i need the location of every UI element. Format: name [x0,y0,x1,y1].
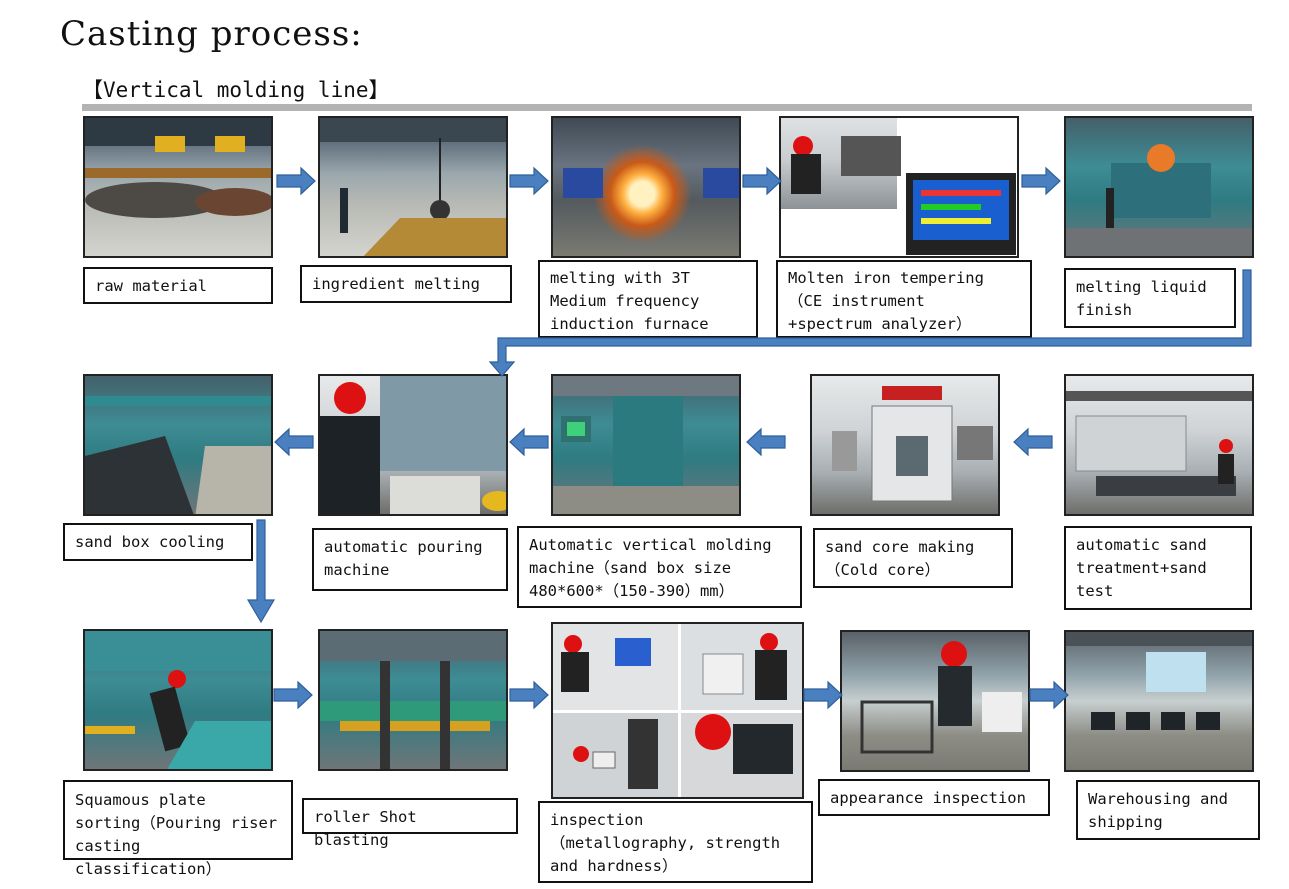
arrow-icon [746,428,786,456]
arrow-icon [803,681,843,709]
arrow-icon [1029,681,1069,709]
arrow-icon [742,167,782,195]
arrow-icon [1013,428,1053,456]
label-sand-box-cooling: sand box cooling [63,523,253,561]
label-ingredient-melting: ingredient melting [300,265,512,303]
photo-tempering [779,116,1019,258]
photo-sand-box-cooling [83,374,273,516]
photo-warehousing [1064,630,1254,772]
arrow-icon [509,681,549,709]
label-shot-blasting: roller Shot blasting [302,798,518,849]
label-inspection: inspection （metallography, strength and … [538,801,813,883]
arrow-icon [509,428,549,456]
arrow-icon [273,681,313,709]
label-melting-liquid-finish: melting liquid finish [1064,268,1236,328]
photo-squamous-sorting [83,629,273,771]
photo-melting-liquid-finish [1064,116,1254,258]
label-appearance: appearance inspection [818,779,1050,816]
label-sand-treatment: automatic sand treatment+sand test [1064,526,1252,610]
photo-raw-material [83,116,273,258]
photo-ingredient-melting [318,116,508,258]
label-vertical-molding: Automatic vertical molding machine（sand … [517,526,802,608]
page-title: Casting process: [60,14,363,54]
label-melting-3t: melting with 3T Medium frequency inducti… [538,260,758,338]
section-subtitle: 【Vertical molding line】 [82,78,390,102]
label-raw-material: raw material [83,267,273,304]
divider-rule [82,104,1252,111]
photo-sand-treatment [1064,374,1254,516]
arrow-icon [1021,167,1061,195]
photo-vertical-molding [551,374,741,516]
arrow-icon [276,167,316,195]
label-sand-core: sand core making （Cold core） [813,528,1013,588]
photo-inspection [551,622,804,799]
photo-pouring [318,374,508,516]
photo-shot-blasting [318,629,508,771]
photo-sand-core [810,374,1000,516]
photo-appearance [840,630,1030,772]
label-squamous-sorting: Squamous plate sorting（Pouring riser cas… [63,780,293,878]
arrow-icon [274,428,314,456]
label-warehousing: Warehousing and shipping [1076,780,1260,840]
label-pouring: automatic pouring machine [312,528,508,591]
arrow-icon [509,167,549,195]
photo-melting-3t [551,116,741,258]
label-tempering: Molten iron tempering （CE instrument +sp… [776,260,1032,338]
